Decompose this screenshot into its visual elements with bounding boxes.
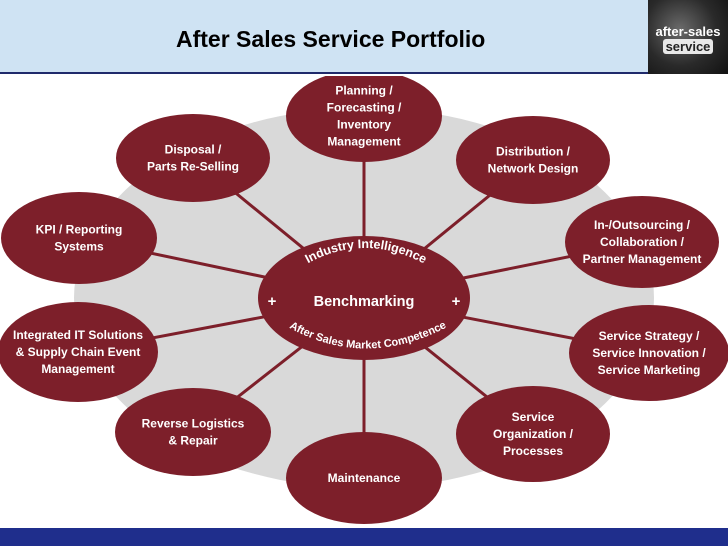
node-label-line: Processes <box>503 444 563 458</box>
node-ellipse <box>569 305 728 401</box>
node-ellipse <box>456 386 610 482</box>
node-ellipse <box>565 196 719 288</box>
node-label-line: Service Innovation / <box>592 346 706 360</box>
page-title: After Sales Service Portfolio <box>176 26 486 52</box>
node-label-line: Integrated IT Solutions <box>13 328 143 342</box>
header-bar: After Sales Service Portfolio after-sale… <box>0 0 728 74</box>
node-label-line: Management <box>327 135 400 149</box>
node-label-line: Organization / <box>493 427 574 441</box>
center-right-plus: + <box>452 293 461 310</box>
portfolio-node: Distribution / Network Design <box>456 116 610 204</box>
node-label-line: Collaboration / <box>600 235 685 249</box>
node-ellipse <box>286 432 442 524</box>
node-ellipse <box>0 302 158 402</box>
node-label-line: Reverse Logistics <box>142 417 245 431</box>
node-label-line: Disposal / <box>165 143 222 157</box>
node-ellipse <box>286 70 442 162</box>
node-label-line: Service Strategy / <box>599 329 700 343</box>
node-label-line: Maintenance <box>328 471 401 485</box>
node-ellipse <box>1 192 157 284</box>
node-label-line: Service Marketing <box>598 363 701 377</box>
node-label-line: Network Design <box>488 162 579 176</box>
portfolio-node: Planning / Forecasting / InventoryManageme… <box>286 70 442 162</box>
node-label-line: In-/Outsourcing / <box>594 218 691 232</box>
center-hub: Industry Intelligence Benchmarking + + A… <box>258 236 470 360</box>
after-sales-service-logo: after-sales service <box>648 0 728 74</box>
node-ellipse <box>115 388 271 476</box>
footer-bar <box>0 528 728 546</box>
portfolio-diagram-svg: Planning / Forecasting / InventoryManageme… <box>0 70 728 524</box>
node-label-line: Systems <box>54 240 104 254</box>
node-ellipse <box>116 114 270 202</box>
node-ellipse <box>456 116 610 204</box>
portfolio-node: Integrated IT Solutions & Supply Chain Ev… <box>0 302 158 402</box>
portfolio-node: Reverse Logistics & Repair <box>115 388 271 476</box>
node-label-line: Management <box>41 362 114 376</box>
node-label-line: & Repair <box>168 434 218 448</box>
node-label-line: Service <box>512 410 555 424</box>
center-main-text: Benchmarking <box>314 294 415 310</box>
node-label-line: KPI / Reporting <box>36 223 123 237</box>
node-label-line: Planning / <box>335 84 393 98</box>
center-left-plus: + <box>268 293 277 310</box>
node-label-line: & Supply Chain Event <box>16 345 141 359</box>
portfolio-node: Disposal / Parts Re-Selling <box>116 114 270 202</box>
portfolio-node: Maintenance <box>286 432 442 524</box>
portfolio-node: In-/Outsourcing / Collaboration / Partner … <box>565 196 719 288</box>
logo-line-1: after-sales <box>655 24 721 39</box>
logo-line-2: service <box>662 39 714 54</box>
node-label-line: Partner Management <box>583 252 702 266</box>
node-label-line: Parts Re-Selling <box>147 160 239 174</box>
portfolio-node: Service Strategy / Service Innovation / Se… <box>569 305 728 401</box>
center-ellipse <box>258 236 470 360</box>
node-label-line: Distribution / <box>496 145 571 159</box>
node-label-line: Forecasting / <box>327 101 402 115</box>
node-label-line: Inventory <box>337 118 391 132</box>
